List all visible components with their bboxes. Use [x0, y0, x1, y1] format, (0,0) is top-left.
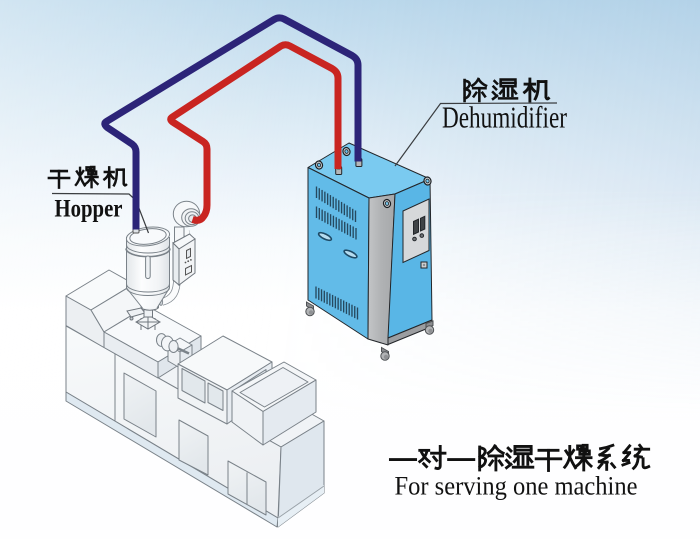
- svg-text:For serving one machine: For serving one machine: [395, 472, 638, 501]
- svg-text:Hopper: Hopper: [55, 196, 123, 223]
- svg-text:Dehumidifier: Dehumidifier: [442, 100, 567, 135]
